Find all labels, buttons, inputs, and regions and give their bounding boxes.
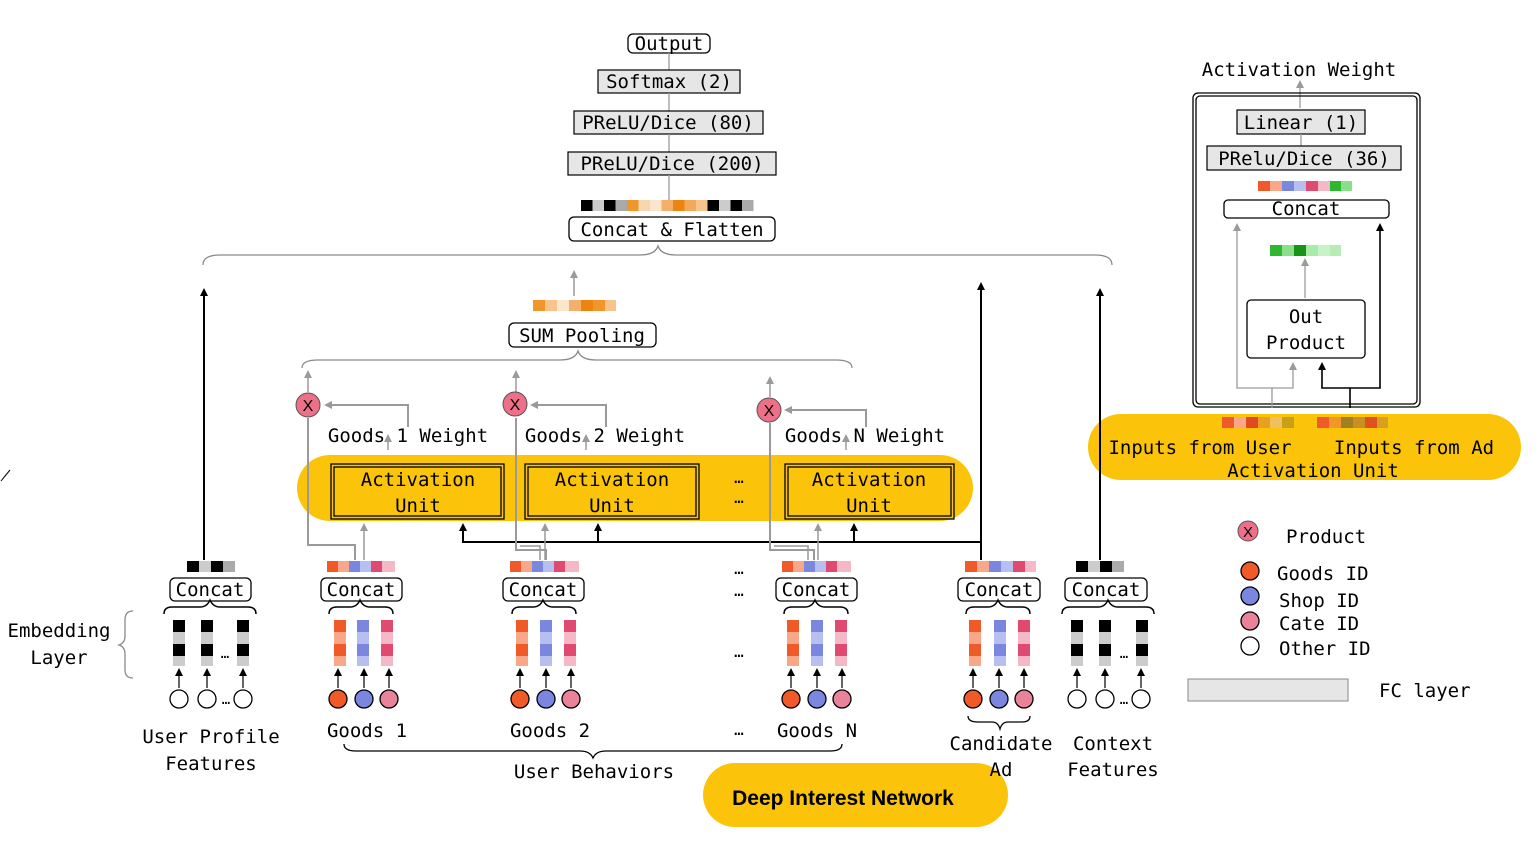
- activation-unit-2-line1: Activation: [555, 469, 669, 491]
- user-profile-concat-label: Concat: [176, 579, 245, 601]
- legend-product: Product: [1286, 526, 1366, 548]
- legend-cate-id: Cate ID: [1279, 613, 1359, 635]
- candidate-ad-concat-label: Concat: [965, 579, 1034, 601]
- goods1-label: Goods 1: [327, 720, 407, 742]
- goods2-concat-label: Concat: [509, 579, 578, 601]
- activation-unit-detail-highlight: [1088, 414, 1521, 480]
- product-node-1: X: [295, 392, 321, 418]
- title-badge: Deep Interest Network: [732, 787, 954, 810]
- goods1-concat-label: Concat: [327, 579, 396, 601]
- candidate-ad-label-1: Candidate: [950, 733, 1053, 755]
- prelu36-label: PRelu/Dice (36): [1218, 148, 1390, 170]
- sum-pooling-label: SUM Pooling: [519, 325, 645, 347]
- softmax-label: Softmax (2): [606, 71, 732, 93]
- inputs-user-vector: [1222, 417, 1294, 428]
- prelu200-label: PReLU/Dice (200): [580, 153, 763, 175]
- activation-units-highlight: [297, 455, 973, 521]
- output-label: Output: [635, 33, 704, 55]
- behaviors-ellipsis-2: …: [734, 581, 744, 600]
- title-badge-bg: [703, 763, 1008, 827]
- legend-shop-id: Shop ID: [1279, 590, 1359, 612]
- concat-flatten-box: [568, 216, 776, 242]
- activation-ellipsis-2: …: [734, 488, 744, 507]
- sum-pooling-box: [508, 322, 657, 348]
- inputs-ad-vector: [1317, 417, 1388, 428]
- activation-unit-1-line2: Unit: [395, 495, 441, 517]
- user-profile-label-2: Features: [165, 753, 257, 775]
- legend-product-symbol: X: [1243, 524, 1253, 541]
- product-node-1-symbol: X: [303, 398, 314, 415]
- activation-weight-title: Activation Weight: [1202, 59, 1396, 81]
- context-label-1: Context: [1073, 733, 1153, 755]
- sum-pooling-brace: [301, 348, 853, 369]
- goods1-group: Concat Goods 1: [320, 561, 407, 742]
- out-product-label-1: Out: [1289, 306, 1323, 328]
- legend-goods-id: Goods ID: [1277, 563, 1369, 585]
- activation-detail: Activation Weight Linear (1) PRelu/Dice …: [1108, 59, 1494, 482]
- context-id-ellipsis: …: [1120, 692, 1128, 708]
- product-node-n-symbol: X: [764, 403, 775, 420]
- linear-label: Linear (1): [1244, 112, 1358, 134]
- embedding-layer-label-1: Embedding: [8, 620, 111, 642]
- embedding-layer-label-2: Layer: [30, 647, 87, 669]
- activation-unit-n-line2: Unit: [846, 495, 892, 517]
- concat-flatten-vector: [581, 200, 754, 211]
- behaviors-ellipsis-1: …: [734, 559, 744, 578]
- product-node-2-symbol: X: [510, 397, 521, 414]
- goodsN-weight-label: Goods N Weight: [785, 425, 945, 447]
- activation-unit-1-line1: Activation: [361, 469, 475, 491]
- inputs-ad-label: Inputs from Ad: [1334, 437, 1494, 459]
- legend-fc-layer: FC layer: [1379, 680, 1471, 702]
- activation-concat-label: Concat: [1272, 198, 1341, 220]
- activation-unit-detail-label: Activation Unit: [1227, 460, 1399, 482]
- context-label-2: Features: [1067, 759, 1159, 781]
- goodsN-label: Goods N: [777, 720, 857, 742]
- context-group: Concat … … Context Features: [1061, 561, 1159, 781]
- activation-unit-2: Activation Unit: [524, 463, 700, 520]
- activation-unit-1: Activation Unit: [330, 463, 505, 520]
- concat-flatten-label: Concat & Flatten: [580, 219, 763, 241]
- user-profile-embedding-vector: [187, 561, 235, 572]
- prelu36-fc: [1206, 145, 1402, 171]
- concat-brace: [202, 243, 1113, 266]
- user-profile-label-1: User Profile: [142, 726, 279, 748]
- prelu200-fc: [567, 151, 777, 176]
- user-profile-id-ellipsis: …: [222, 692, 230, 708]
- goodsN-group: Concat Goods N: [775, 561, 858, 742]
- behaviors-ellipsis-3: …: [734, 642, 744, 661]
- inputs-user-label: Inputs from User: [1108, 437, 1291, 459]
- out-product-vector: [1270, 245, 1341, 256]
- sum-pooling-vector: [533, 300, 616, 311]
- goodsN-concat-label: Concat: [782, 579, 851, 601]
- product-node-2: X: [502, 391, 528, 417]
- activation-ellipsis-1: …: [734, 468, 744, 487]
- embedding-brace: [116, 610, 134, 679]
- user-behaviors-label: User Behaviors: [514, 761, 674, 783]
- user-behaviors-brace: [343, 743, 843, 760]
- candidate-ad-group: Concat Candidate Ad: [950, 561, 1053, 781]
- user-profile-ellipsis: …: [221, 646, 229, 662]
- product-node-n: X: [756, 397, 782, 423]
- context-concat-label: Concat: [1072, 579, 1141, 601]
- goods2-weight-label: Goods 2 Weight: [525, 425, 685, 447]
- legend: X Product Goods ID Shop ID Cate ID Other…: [1187, 520, 1471, 702]
- activation-unit-n-line1: Activation: [812, 469, 926, 491]
- user-profile-group: Concat … … User Profile Features: [142, 561, 280, 775]
- activation-unit-n: Activation Unit: [784, 463, 955, 520]
- activation-concat-vector: [1258, 181, 1352, 191]
- goods2-group: Concat Goods 2: [502, 561, 590, 742]
- context-ellipsis: …: [1120, 646, 1128, 662]
- behaviors-ellipsis-4: …: [734, 720, 744, 739]
- linear-fc: [1236, 109, 1366, 135]
- out-product-label-2: Product: [1266, 332, 1346, 354]
- goods1-weight-label: Goods 1 Weight: [328, 425, 488, 447]
- legend-other-id: Other ID: [1279, 638, 1371, 660]
- prelu80-label: PReLU/Dice (80): [582, 112, 754, 134]
- goods2-label: Goods 2: [510, 720, 590, 742]
- output-stack: Output Softmax (2) PReLU/Dice (80) PReLU…: [567, 33, 777, 242]
- candidate-ad-label-2: Ad: [990, 759, 1013, 781]
- activation-unit-2-line2: Unit: [589, 495, 635, 517]
